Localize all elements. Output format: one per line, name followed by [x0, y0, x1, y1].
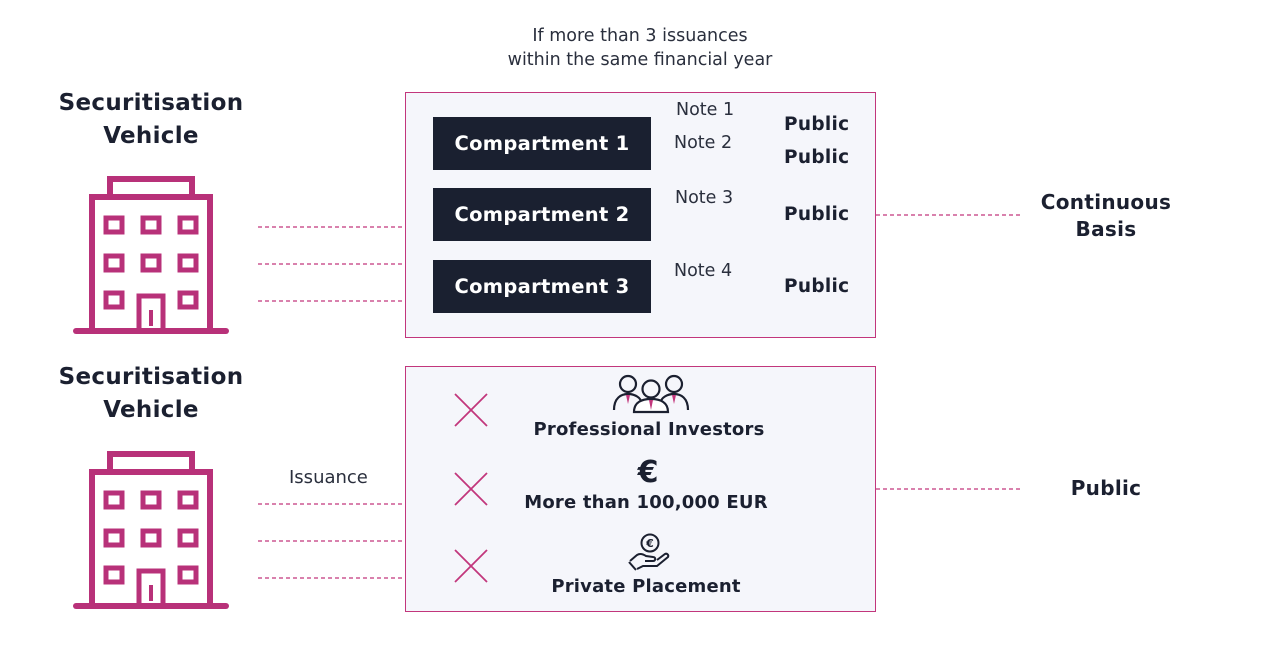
cross-icon	[454, 472, 488, 506]
public-label: Public	[784, 204, 850, 225]
continuous-basis-outcome: Continuous Basis	[1040, 190, 1172, 241]
vehicle-title: Securitisation Vehicle	[58, 364, 244, 423]
note-label: Note 4	[674, 261, 733, 281]
cross-icon	[454, 393, 488, 427]
note-label: Note 1	[676, 100, 735, 120]
public-label: Public	[784, 276, 850, 297]
note-label: Note 3	[675, 188, 734, 208]
public-outcome: Public	[1070, 476, 1142, 500]
public-label: Public	[784, 147, 850, 168]
note-label: Note 2	[674, 133, 733, 153]
svg-text:€: €	[645, 537, 654, 550]
professional-investors-label: Professional Investors	[533, 419, 765, 440]
min-amount-label: More than 100,000 EUR	[524, 492, 768, 513]
building-icon	[73, 176, 229, 334]
vehicle-connectors-lower	[258, 503, 405, 579]
euro-icon: €	[637, 455, 659, 490]
cross-icon	[454, 549, 488, 583]
compartment-1-box: Compartment 1	[433, 117, 651, 170]
public-label: Public	[784, 114, 850, 135]
compartment-3-box: Compartment 3	[433, 260, 651, 313]
private-placement-label: Private Placement	[551, 576, 741, 597]
vehicle-title: Securitisation Vehicle	[58, 90, 244, 149]
investors-icon	[612, 374, 690, 414]
vehicle-connectors-upper	[258, 226, 405, 302]
compartment-2-box: Compartment 2	[433, 188, 651, 241]
issuance-label: Issuance	[289, 467, 368, 488]
building-icon	[73, 451, 229, 609]
hand-coin-icon: €	[628, 533, 670, 571]
issuance-condition-caption: If more than 3 issuances within the same…	[507, 26, 773, 70]
